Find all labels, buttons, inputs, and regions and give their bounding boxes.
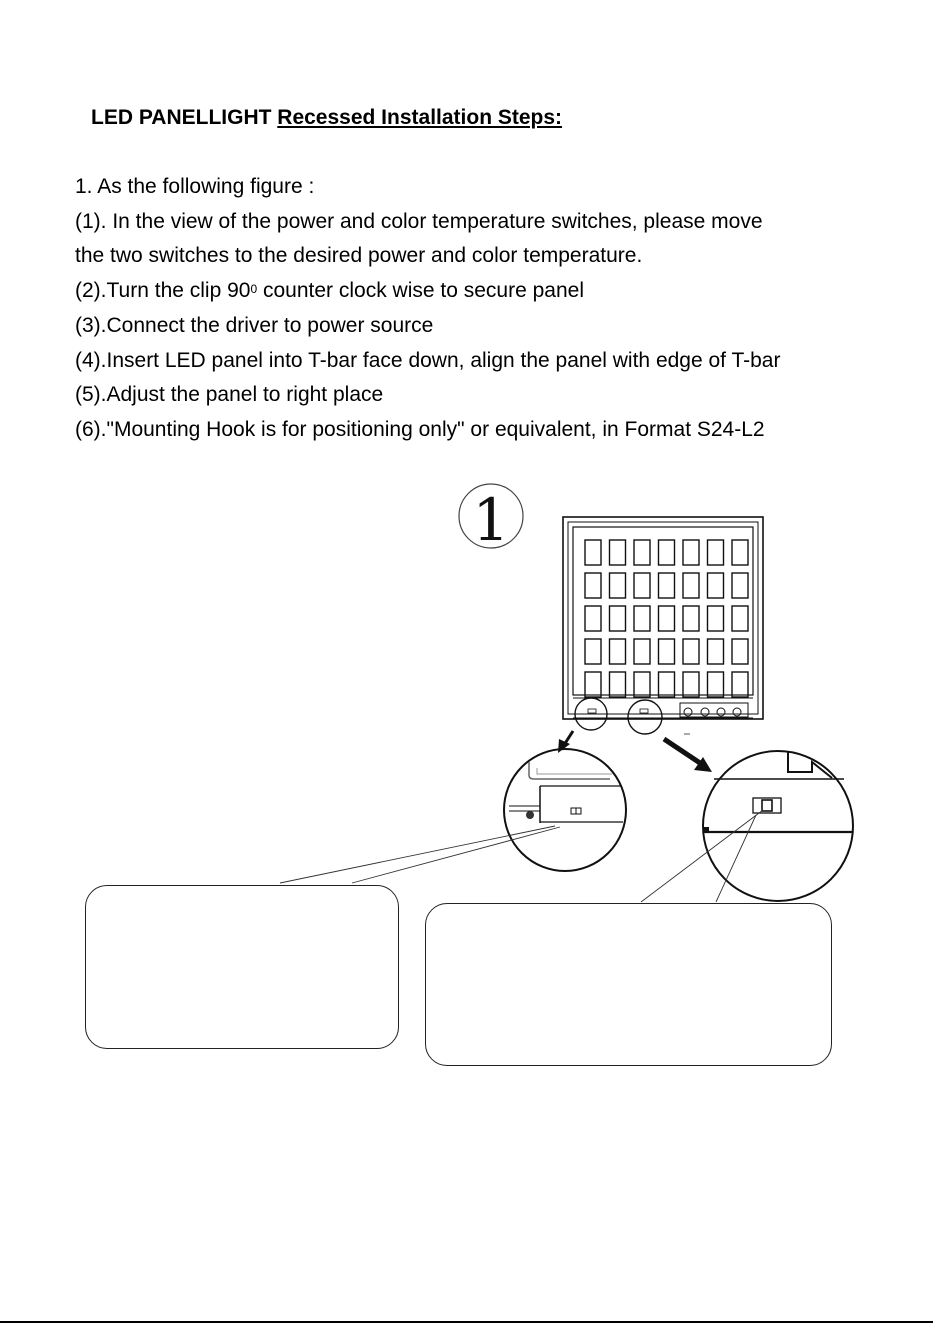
panel-cell [706,605,725,632]
panel-cell [682,671,700,698]
page-title: LED PANELLIGHT Recessed Installation Ste… [91,106,562,130]
instruction-steps: 1. As the following figure : (1). In the… [75,170,925,448]
step-1-line-2: the two switches to the desired power an… [75,244,643,268]
panel-cell [633,572,651,599]
switch-highlight-right [627,699,663,735]
panel-cell [584,539,602,566]
leader-lines [279,809,764,903]
panel-cell [706,671,725,698]
step-number: 1 [473,486,510,554]
panel-cell [633,605,651,632]
panel-cell [682,572,700,599]
panel-cell [731,572,749,599]
panel-cell [633,638,651,665]
panel-cell [608,572,627,599]
step-3: (3).Connect the driver to power source [75,313,434,337]
panel-cell [584,572,602,599]
step-5: (5).Adjust the panel to right place [75,383,384,407]
step-2-text-a: (2).Turn the clip 90 [75,279,251,303]
arrow-right-icon [662,736,712,772]
callout-box-right [425,903,832,1066]
step-4: (4).Insert LED panel into T-bar face dow… [75,348,781,372]
panel-cell [657,671,676,698]
panel-cell [682,638,700,665]
panel-cell [633,539,651,566]
panel-cell [608,605,627,632]
led-panel-drawing [562,516,764,720]
title-prefix: LED PANELLIGHT [91,106,278,129]
panel-cell [682,605,700,632]
panel-cell [731,605,749,632]
bottom-rule [0,1321,933,1323]
magnified-power-switch [503,748,627,872]
panel-cell [731,638,749,665]
switch-highlight-left [574,697,608,731]
step-number-badge: 1 [458,483,524,554]
step-1-line-1: (1). In the view of the power and color … [75,209,763,233]
panel-cell [657,605,676,632]
panel-cell [731,539,749,566]
degree-superscript: 0 [250,282,258,297]
panel-cell [608,638,627,665]
step-2: (2).Turn the clip 900 counter clock wise… [75,274,925,309]
panel-cell [706,539,725,566]
panel-cell [584,638,602,665]
panel-cell [657,572,676,599]
step-6: (6)."Mounting Hook is for positioning on… [75,417,765,441]
intro-line: 1. As the following figure : [75,175,315,198]
callout-box-left [85,885,399,1049]
panel-cell [657,638,676,665]
step-2-text-b: counter clock wise to secure panel [257,279,584,303]
panel-cell [608,539,627,566]
panel-cell [608,671,627,698]
panel-cell [584,605,602,632]
title-underlined: Recessed Installation Steps: [277,106,563,129]
magnified-cct-switch [702,750,854,902]
panel-cell [657,539,676,566]
panel-cell [633,671,651,698]
panel-cell [706,638,725,665]
panel-cell [706,572,725,599]
panel-cell [731,671,749,698]
panel-cell [584,671,602,698]
panel-cell [682,539,700,566]
